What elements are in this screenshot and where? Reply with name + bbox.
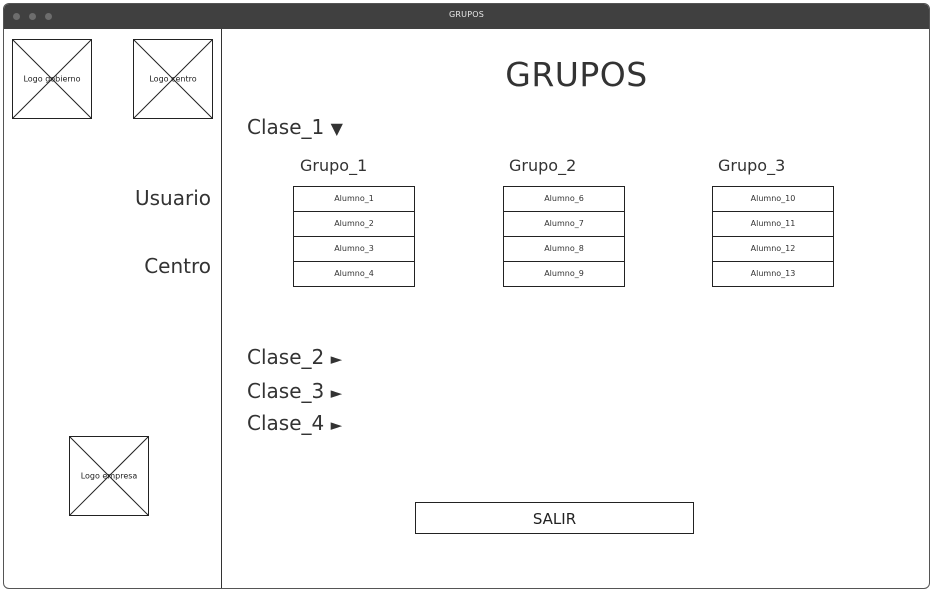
logo-empresa-label: Logo empresa	[80, 471, 138, 481]
logo-gobierno-label: Logo gobierno	[23, 74, 81, 84]
logo-centro-label: Logo centro	[149, 74, 197, 84]
salir-button[interactable]: SALIR	[415, 502, 694, 534]
clase-label: Clase_2	[247, 345, 325, 369]
grupo-2-list: Alumno_6 Alumno_7 Alumno_8 Alumno_9	[503, 186, 625, 287]
app-window: GRUPOS Logo gobierno Logo centro Usuario…	[3, 3, 930, 589]
title-bar: GRUPOS	[4, 4, 929, 29]
grupo-1-list: Alumno_1 Alumno_2 Alumno_3 Alumno_4	[293, 186, 415, 287]
maximize-window-button[interactable]	[45, 13, 52, 20]
window-controls	[13, 13, 52, 20]
centro-label: Centro	[144, 254, 211, 278]
grupo-3-list: Alumno_10 Alumno_11 Alumno_12 Alumno_13	[712, 186, 834, 287]
main-panel: GRUPOS Clase_1 ▼ Grupo_1 Alumno_1 Alumno…	[222, 29, 929, 588]
placeholder-x-icon	[134, 40, 212, 118]
usuario-label: Usuario	[134, 186, 211, 210]
grupo-2-title: Grupo_2	[509, 156, 577, 175]
list-item[interactable]: Alumno_2	[294, 212, 414, 237]
list-item[interactable]: Alumno_8	[504, 237, 624, 262]
list-item[interactable]: Alumno_10	[713, 187, 833, 212]
list-item[interactable]: Alumno_9	[504, 262, 624, 286]
list-item[interactable]: Alumno_3	[294, 237, 414, 262]
list-item[interactable]: Alumno_13	[713, 262, 833, 286]
clase-label: Clase_1	[247, 115, 325, 139]
triangle-right-icon: ►	[330, 350, 343, 368]
list-item[interactable]: Alumno_6	[504, 187, 624, 212]
close-window-button[interactable]	[13, 13, 20, 20]
placeholder-x-icon	[13, 40, 91, 118]
list-item[interactable]: Alumno_4	[294, 262, 414, 286]
clase-4-toggle[interactable]: Clase_4 ►	[247, 411, 342, 435]
window-title: GRUPOS	[448, 10, 484, 19]
clase-label: Clase_4	[247, 411, 325, 435]
grupo-3-title: Grupo_3	[718, 156, 786, 175]
page-title: GRUPOS	[505, 55, 648, 94]
logo-empresa: Logo empresa	[69, 436, 149, 516]
logo-gobierno: Logo gobierno	[12, 39, 92, 119]
clase-2-toggle[interactable]: Clase_2 ►	[247, 345, 342, 369]
list-item[interactable]: Alumno_1	[294, 187, 414, 212]
logo-centro: Logo centro	[133, 39, 213, 119]
clase-1-toggle[interactable]: Clase_1 ▼	[247, 115, 343, 139]
list-item[interactable]: Alumno_7	[504, 212, 624, 237]
triangle-right-icon: ►	[330, 384, 343, 402]
sidebar: Logo gobierno Logo centro Usuario Centro…	[4, 29, 222, 588]
list-item[interactable]: Alumno_12	[713, 237, 833, 262]
list-item[interactable]: Alumno_11	[713, 212, 833, 237]
grupo-1-title: Grupo_1	[300, 156, 368, 175]
clase-3-toggle[interactable]: Clase_3 ►	[247, 379, 342, 403]
placeholder-x-icon	[70, 437, 148, 515]
triangle-down-icon: ▼	[330, 119, 343, 138]
minimize-window-button[interactable]	[29, 13, 36, 20]
triangle-right-icon: ►	[330, 416, 343, 434]
clase-label: Clase_3	[247, 379, 325, 403]
